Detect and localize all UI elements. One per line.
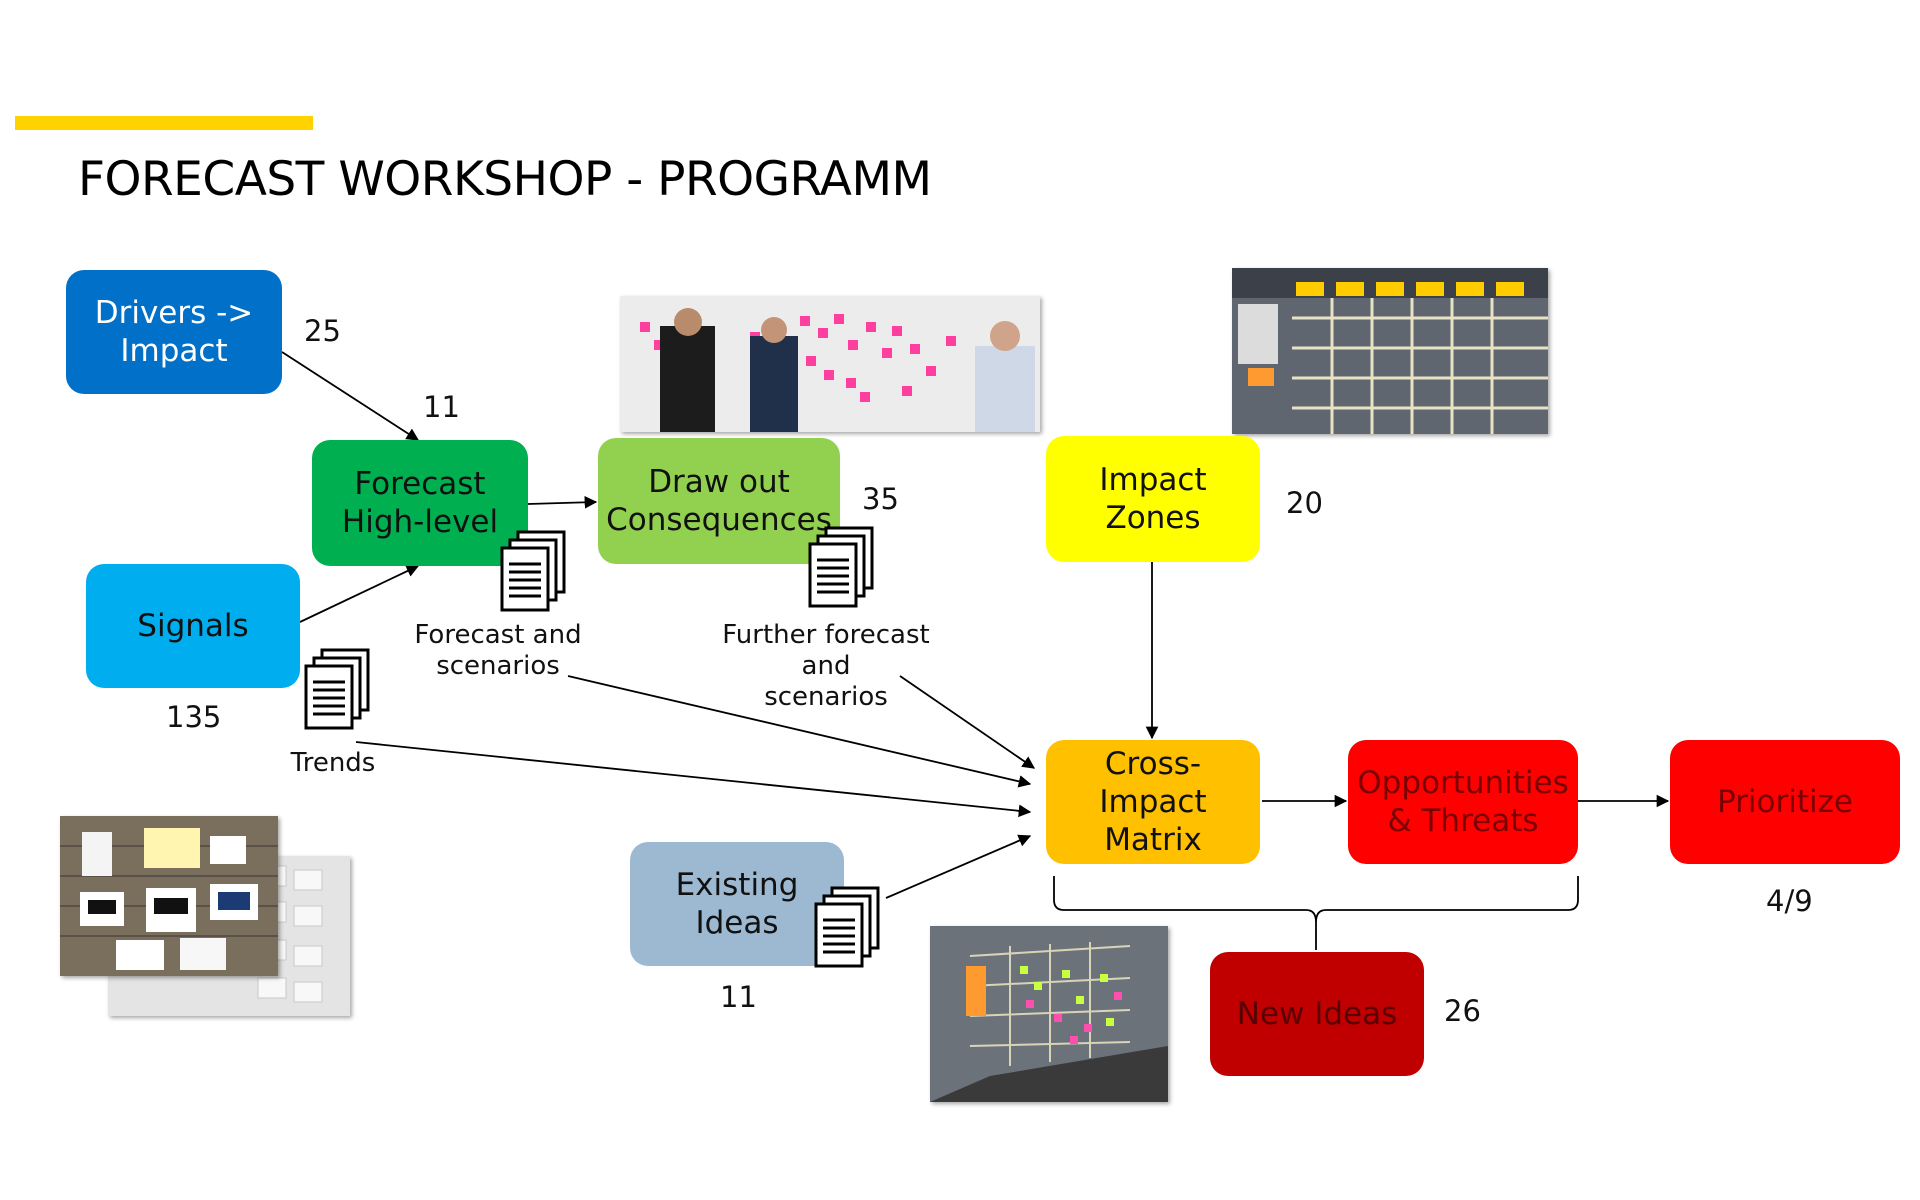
- document-stack-icon: [814, 886, 880, 968]
- box-draw-out-consequences: Draw out Consequences: [598, 438, 840, 564]
- count-forecast: 11: [423, 390, 460, 424]
- caption-forecast-and-scenarios: Forecast and scenarios: [414, 620, 582, 681]
- count-draw-out: 35: [862, 482, 899, 516]
- arrow-forecast-drawout: [527, 496, 598, 509]
- photo-posters-front: [60, 816, 278, 976]
- count-new-ideas: 26: [1444, 994, 1481, 1028]
- count-prioritize: 4/9: [1766, 884, 1813, 918]
- photo-workshop-wall-art: [620, 296, 1040, 432]
- arrow-forecastdocs-crossimpact: [567, 675, 1032, 788]
- photo-glass-matrix: [1232, 268, 1548, 434]
- box-prioritize: Prioritize: [1670, 740, 1900, 864]
- photo-glass-matrix-art: [1232, 268, 1548, 434]
- box-forecast-high-level: Forecast High-level: [312, 440, 528, 566]
- count-signals: 135: [166, 700, 222, 734]
- box-opportunities-threats: Opportunities & Threats: [1348, 740, 1578, 864]
- box-drivers-impact: Drivers -> Impact: [66, 270, 282, 394]
- document-stack-icon: [304, 648, 370, 730]
- count-drivers: 25: [304, 314, 341, 348]
- count-impact-zones: 20: [1286, 486, 1323, 520]
- document-stack-icon: [500, 530, 566, 612]
- box-new-ideas: New Ideas: [1210, 952, 1424, 1076]
- box-signals: Signals: [86, 564, 300, 688]
- arrow-existing-crossimpact: [885, 834, 1032, 899]
- arrow-signals-forecast: [299, 565, 420, 623]
- box-impact-zones: Impact Zones: [1046, 436, 1260, 562]
- photo-workshop-wall: [620, 296, 1040, 432]
- box-existing-ideas: Existing Ideas: [630, 842, 844, 966]
- caption-trends: Trends: [290, 748, 376, 778]
- accent-bar: [15, 116, 313, 130]
- arrow-trends-crossimpact: [355, 741, 1032, 818]
- photo-corridor-matrix: [930, 926, 1168, 1102]
- arrow-furtherdocs-crossimpact: [899, 675, 1036, 769]
- count-existing-ideas: 11: [720, 980, 757, 1014]
- box-cross-impact-matrix: Cross-Impact Matrix: [1046, 740, 1260, 864]
- page-title: FORECAST WORKSHOP - PROGRAMM: [78, 152, 932, 207]
- photo-corridor-matrix-art: [930, 926, 1168, 1102]
- brace-new-ideas: [1053, 876, 1579, 923]
- document-stack-icon: [808, 526, 874, 608]
- caption-further-forecast: Further forecast and scenarios: [722, 620, 930, 712]
- photo-posters-front-art: [60, 816, 278, 976]
- arrow-drivers-forecast: [281, 351, 420, 441]
